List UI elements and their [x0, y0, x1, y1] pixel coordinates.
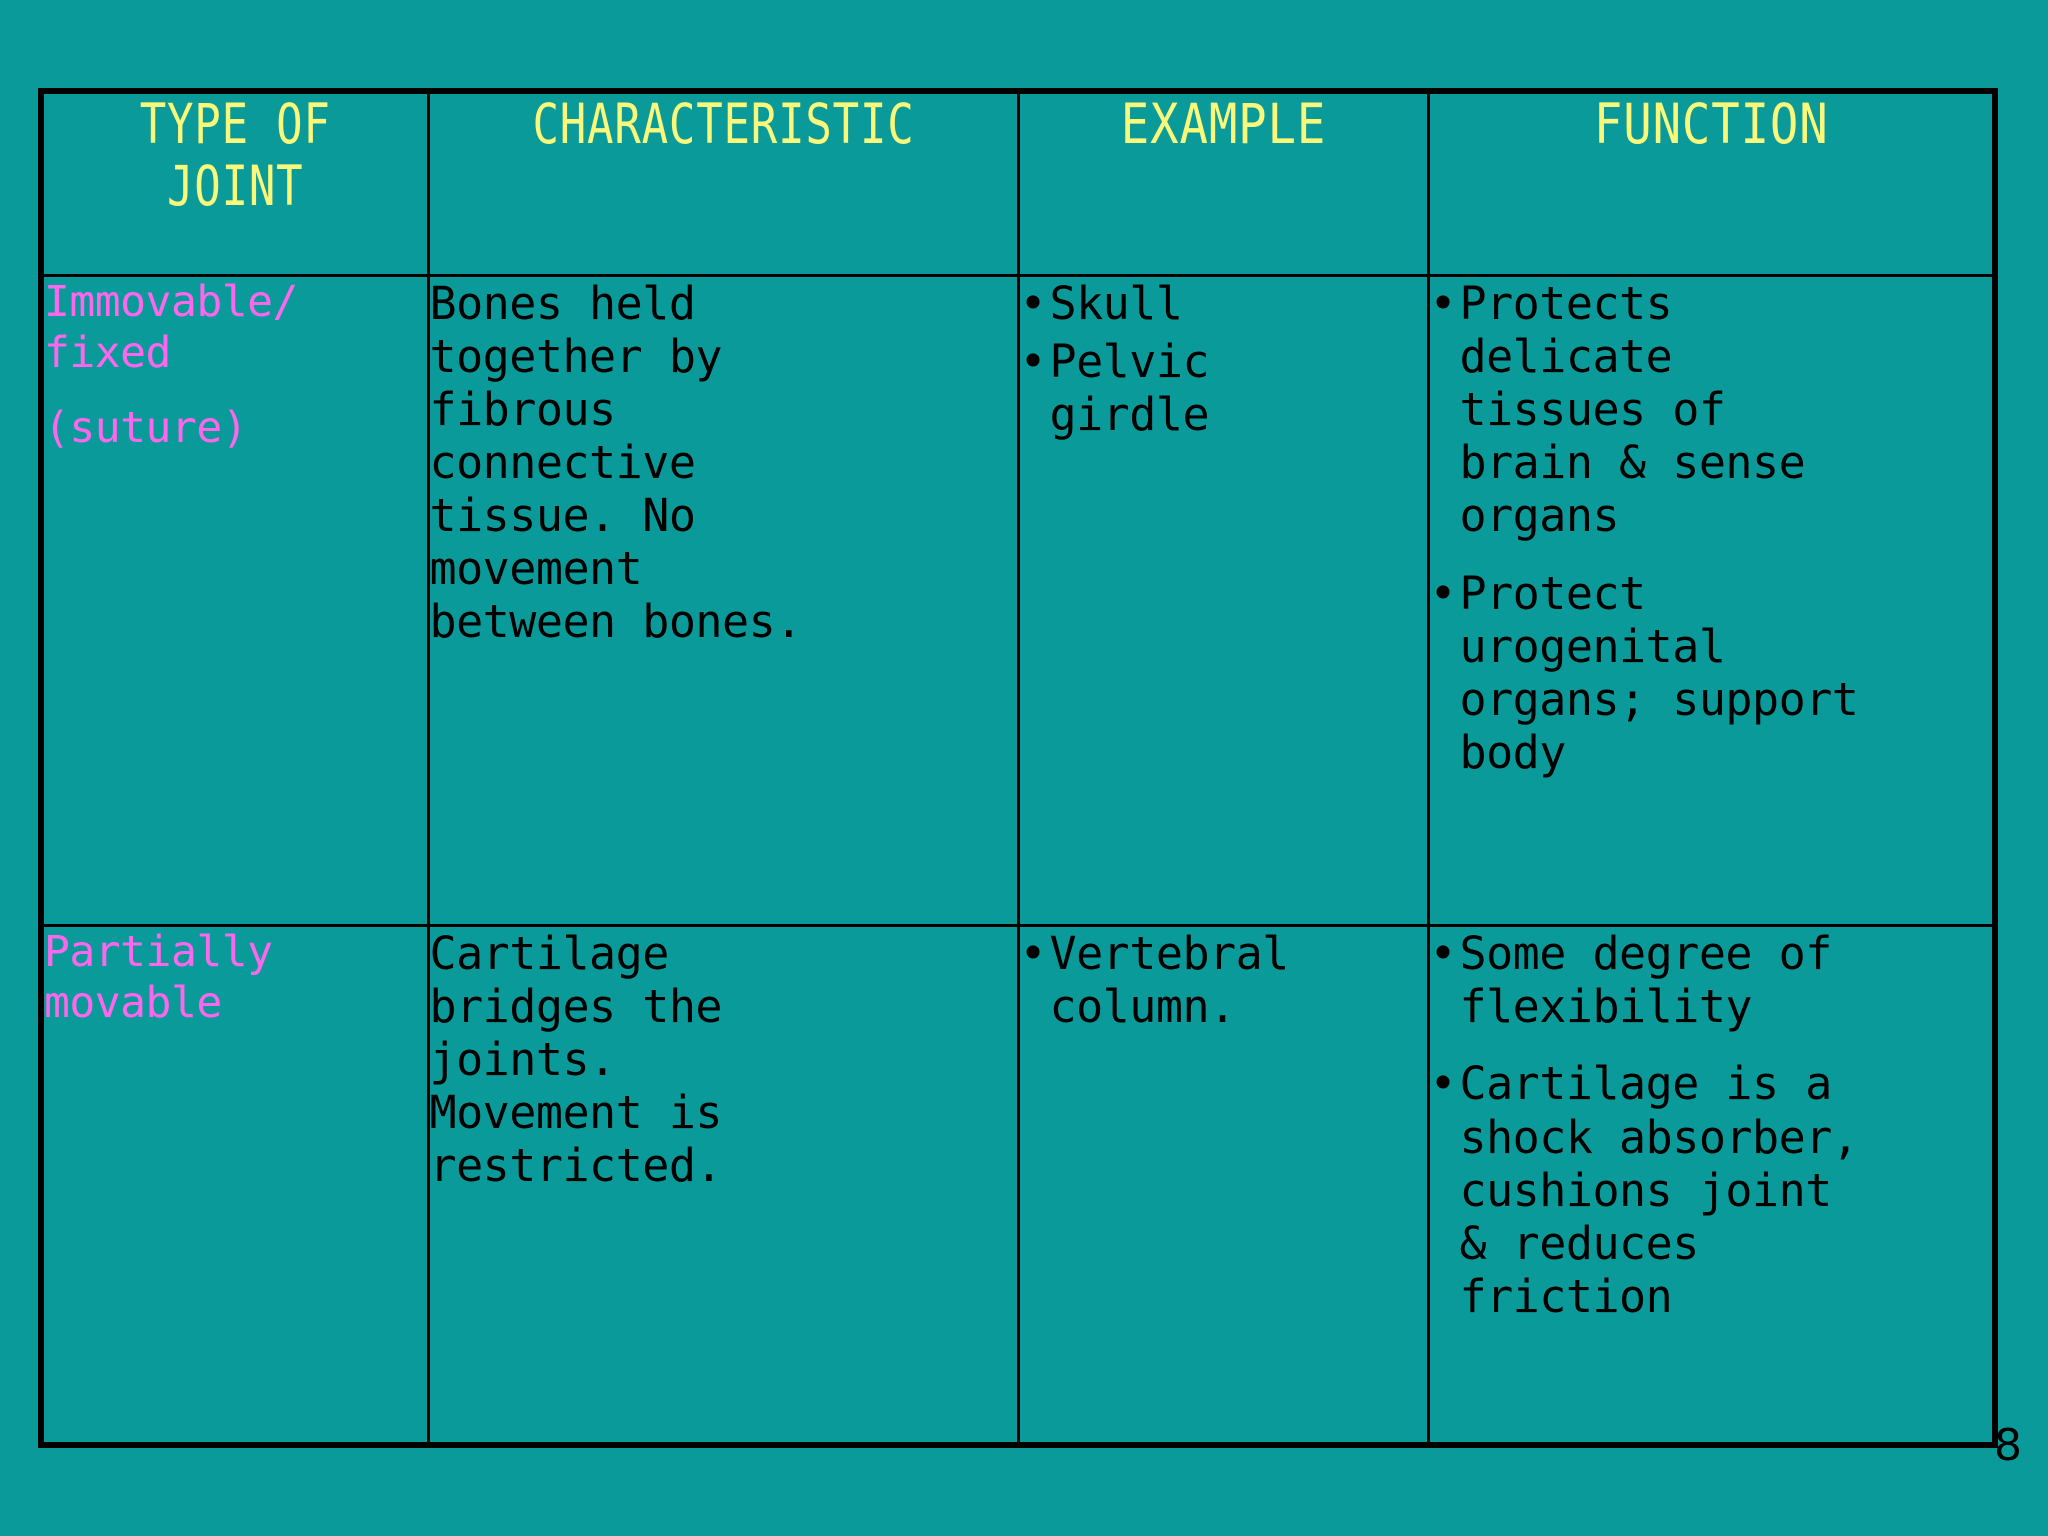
list-item: Protects delicate tissues of brain & sen… [1430, 277, 1993, 542]
column-header-characteristic: CHARACTERISTIC [426, 89, 1020, 277]
page-number: 8 [1994, 1420, 2022, 1471]
joint-type-subnote-row1: (suture) [44, 403, 248, 454]
table-row: Partially movable Cartilage bridges the … [39, 923, 1997, 1447]
column-header-type-of-joint-label: TYPE OF JOINT [139, 92, 331, 218]
joint-type-name-row1: Immovable/ fixed [44, 276, 298, 379]
example-list-row1: Skull Pelvic girdle [1020, 277, 1427, 442]
function-list-row2: Some degree of flexibility Cartilage is … [1430, 927, 1993, 1323]
column-header-type-of-joint: TYPE OF JOINT [39, 89, 430, 277]
function-list-row1: Protects delicate tissues of brain & sen… [1430, 277, 1993, 780]
list-item: Cartilage is a shock absorber, cushions … [1430, 1057, 1993, 1322]
column-header-characteristic-label: CHARACTERISTIC [531, 92, 915, 156]
joints-comparison-table: TYPE OF JOINT CHARACTERISTIC EXAMPLE FUN… [38, 88, 1998, 1448]
characteristic-text-row1: Bones held together by fibrous connectiv… [429, 276, 803, 649]
table-header-row: TYPE OF JOINT CHARACTERISTIC EXAMPLE FUN… [39, 89, 1997, 277]
table-row: Immovable/ fixed (suture) Bones held tog… [39, 273, 1997, 927]
cell-characteristic-row1: Bones held together by fibrous connectiv… [426, 273, 1020, 927]
characteristic-text-row2: Cartilage bridges the joints. Movement i… [429, 926, 723, 1192]
joint-type-name-row2: Partially movable [44, 926, 273, 1029]
cell-type-of-joint-row2: Partially movable [39, 923, 430, 1447]
list-item: Some degree of flexibility [1430, 927, 1993, 1033]
cell-example-row1: Skull Pelvic girdle [1016, 273, 1430, 927]
column-header-example: EXAMPLE [1016, 89, 1430, 277]
column-header-function-label: FUNCTION [1593, 92, 1829, 156]
cell-characteristic-row2: Cartilage bridges the joints. Movement i… [426, 923, 1020, 1447]
cell-example-row2: Vertebral column. [1016, 923, 1430, 1447]
cell-function-row1: Protects delicate tissues of brain & sen… [1426, 273, 1997, 927]
list-item: Skull [1020, 277, 1427, 330]
example-list-row2: Vertebral column. [1020, 927, 1427, 1033]
cell-function-row2: Some degree of flexibility Cartilage is … [1426, 923, 1997, 1447]
column-header-function: FUNCTION [1426, 89, 1997, 277]
list-item: Protect urogenital organs; support body [1430, 567, 1993, 779]
column-header-example-label: EXAMPLE [1120, 92, 1326, 156]
list-item: Pelvic girdle [1020, 335, 1427, 441]
list-item: Vertebral column. [1020, 927, 1427, 1033]
cell-type-of-joint-row1: Immovable/ fixed (suture) [39, 273, 430, 927]
